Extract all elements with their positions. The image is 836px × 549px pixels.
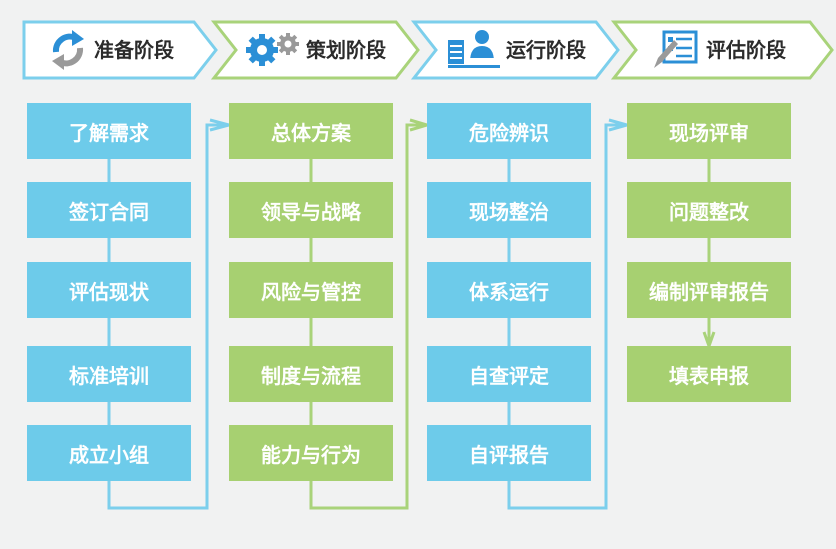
worker-at-desk-icon <box>448 30 500 68</box>
step-box: 领导与战略 <box>229 182 393 238</box>
gears-icon <box>246 33 299 66</box>
transition-line-2-3 <box>309 123 427 510</box>
transition-line-3-4 <box>507 123 627 510</box>
step-box: 体系运行 <box>427 262 591 318</box>
step-box: 签订合同 <box>27 182 191 238</box>
transition-line-1-2 <box>107 123 229 510</box>
step-box: 现场评审 <box>627 103 791 159</box>
step-box: 自查评定 <box>427 346 591 402</box>
step-box: 填表申报 <box>627 346 791 402</box>
step-box: 总体方案 <box>229 103 393 159</box>
step-box: 评估现状 <box>27 262 191 318</box>
document-pen-icon <box>654 30 698 68</box>
step-box: 自评报告 <box>427 425 591 481</box>
stage-title: 评估阶段 <box>706 38 786 62</box>
stage-chevron-4 <box>610 20 834 80</box>
step-box: 风险与管控 <box>229 262 393 318</box>
step-box: 了解需求 <box>27 103 191 159</box>
refresh-arrows-icon <box>52 30 84 70</box>
step-box: 问题整改 <box>627 182 791 238</box>
stage-title: 策划阶段 <box>306 38 386 62</box>
stage-title: 运行阶段 <box>506 38 586 62</box>
step-box: 制度与流程 <box>229 346 393 402</box>
step-box: 现场整治 <box>427 182 591 238</box>
step-box: 能力与行为 <box>229 425 393 481</box>
step-box: 成立小组 <box>27 425 191 481</box>
stage-title: 准备阶段 <box>94 38 174 62</box>
step-box: 编制评审报告 <box>627 262 791 318</box>
stage-chevron-3 <box>410 20 620 80</box>
step-box: 危险辨识 <box>427 103 591 159</box>
step-box: 标准培训 <box>27 346 191 402</box>
